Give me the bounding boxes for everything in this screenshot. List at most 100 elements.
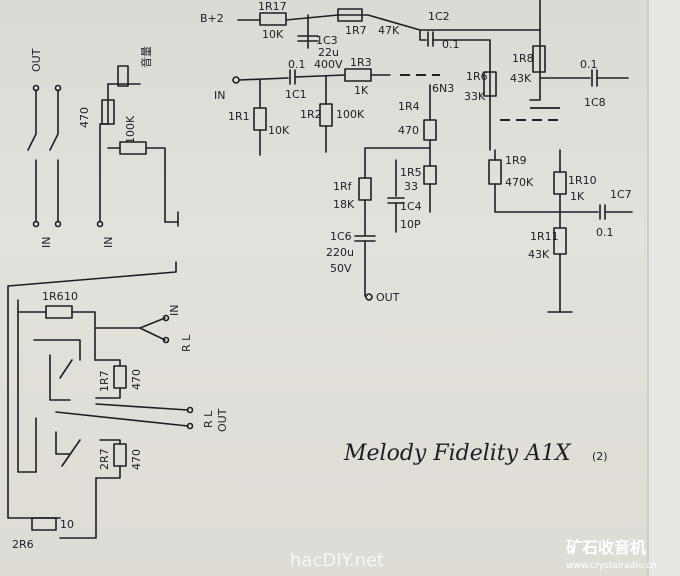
c8-value: 0.1 [580,58,598,71]
r7-value-b: 470 [130,369,143,390]
output-switch-labels: 1R6 10 IN R L 1R7 470 R L OUT 2R7 470 2R… [12,290,229,551]
r10-label: 1R10 [568,174,597,187]
r1-value: 10K [268,124,290,137]
r7b-label: 2R7 [98,448,111,470]
r1-resistor [253,107,267,131]
switch-right-pole [49,89,59,151]
r9-resistor [488,159,502,185]
r17-value: 10K [262,28,284,41]
r7-bottom [95,387,121,399]
r10-value: 1K [570,190,585,203]
rl1-wire [139,327,166,341]
output-switch-section [7,261,194,539]
r3-value: 1K [354,84,369,97]
switch-in-label: IN [168,305,181,316]
c6-value2: 50V [330,262,352,275]
r4-label: 1R4 [398,100,420,113]
r6-label: 1R6 [466,70,488,83]
r3-resistor [344,68,372,82]
switch-in-label1: IN [40,237,53,248]
r6-out [71,311,166,329]
cathode-wire [364,139,431,179]
schematic-title: Melody Fidelity A1X [343,441,572,466]
output-label: OUT [376,291,400,304]
r7b-top [99,439,121,445]
c7-value: 0.1 [596,226,614,239]
r6b-wire [59,477,97,539]
input-wire [238,77,289,81]
c3-value2: 400V [314,58,343,71]
c8-label: 1C8 [584,96,606,109]
input-label: IN [214,89,225,102]
r7-value: 47K [378,24,400,37]
r10-resistor [553,171,567,195]
r9-value: 470K [505,176,534,189]
r17-label: 1R17 [258,0,287,13]
input-terminal [232,76,240,84]
c2-wire [419,29,427,41]
sw2-mid [55,431,71,455]
c2-out-wire [432,39,491,101]
in-r-terminal [162,314,170,322]
r7-label: 1R7 [345,24,367,37]
c1-label: 1C1 [285,88,307,101]
c6-label: 1C6 [330,230,352,243]
r3-label: 1R3 [350,56,372,69]
r7b-bottom [95,465,121,479]
logo-url: www.crystalradio.cn [566,561,657,571]
c1-out-wire [294,74,346,78]
r6-resistor [483,71,497,97]
pot-label: 音量 [139,46,153,68]
r7b-value: 470 [130,449,143,470]
logo-chinese: 矿石收音机 [566,538,646,557]
in-l-terminal [162,336,170,344]
r11-label: 1R11 [530,230,559,243]
main-amplifier-circuit [232,0,633,313]
r4-resistor [423,119,437,141]
rf-value: 18K [333,198,355,211]
inner-loop [17,299,37,473]
r17-resistor [259,12,287,26]
sw2-blade [61,439,81,467]
r2-label: 1R2 [300,108,322,121]
r9-bottom [494,183,561,213]
c2-label: 1C2 [428,10,450,23]
r470-resistor [101,99,115,125]
watermark-text: hacDIY.net [290,550,384,571]
bplus-rail [285,14,541,31]
r100-label: 100K [124,115,137,144]
r9-label: 1R9 [505,154,527,167]
r6-label-b: 1R6 [42,290,64,303]
r4-value: 470 [398,124,419,137]
r5-label: 1R5 [400,166,422,179]
switch-left-pole [27,89,37,151]
r6-value: 33K [464,90,486,103]
c4-value: 10P [400,218,421,231]
input-switch-section [27,65,179,228]
r8-label: 1R8 [512,52,534,65]
r6b-resistor [31,517,57,531]
r5-value: 33 [404,180,418,193]
r1-label: 1R1 [228,110,250,123]
rf-label: 1Rf [333,180,353,193]
r6b-value: 10 [60,518,74,531]
volume-pot [117,65,129,87]
c2-value: 0.1 [442,38,460,51]
input-switch-labels: OUT IN IN 音量 470 100K [30,46,153,248]
schematic-title-suffix: (2) [592,450,608,463]
r7-resistor [337,8,363,22]
sw1-blade [59,359,73,379]
r7b-resistor [113,443,127,467]
r7-label-b: 1R7 [98,370,111,392]
r7-top [94,359,121,367]
r8-value: 43K [510,72,532,85]
rl2-line2 [55,411,189,427]
output-terminal [365,293,373,301]
r100-right [145,147,166,223]
bplus-label: B+2 [200,12,224,25]
c3-value1: 22u [318,46,339,59]
c1-value: 0.1 [288,58,306,71]
sw1-bus [33,339,81,361]
tube-label: 6N3 [432,82,454,95]
